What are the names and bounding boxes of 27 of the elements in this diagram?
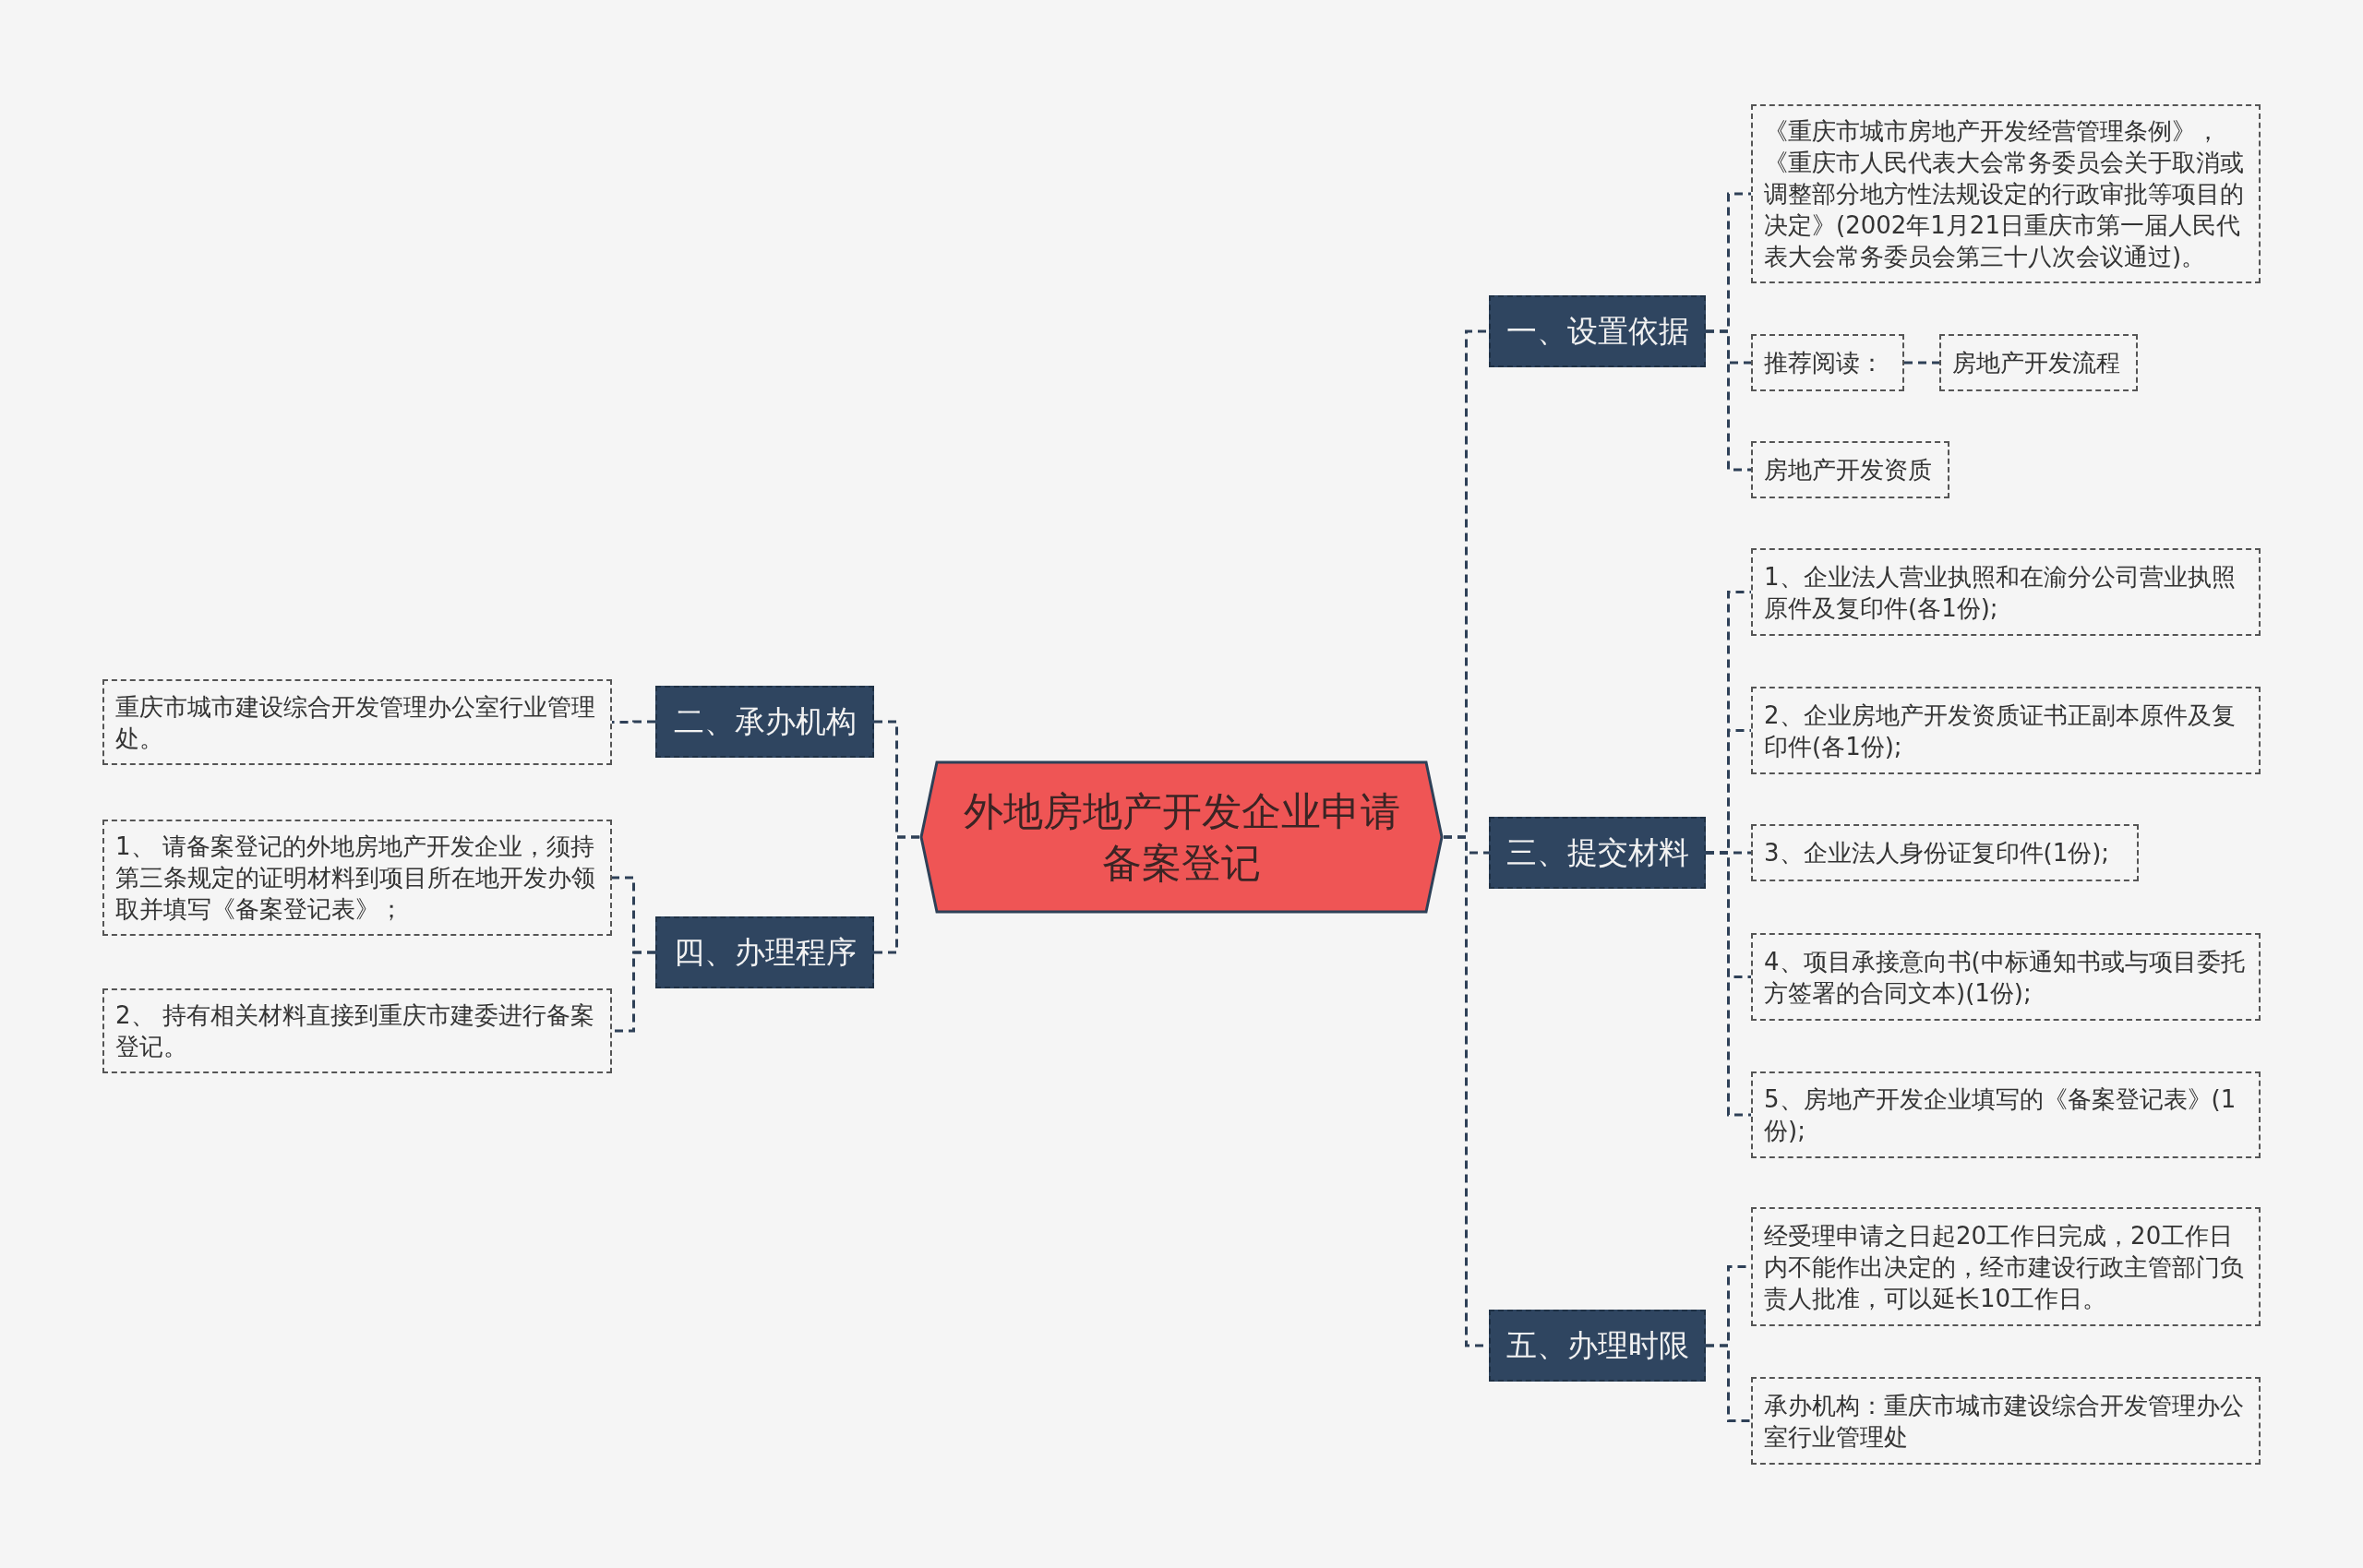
note-box: 5、房地产开发企业填写的《备案登记表》(1份); xyxy=(1751,1071,2261,1158)
note-box: 1、企业法人营业执照和在渝分公司营业执照原件及复印件(各1份); xyxy=(1751,548,2261,636)
hexagon-node: 外地房地产开发企业申请备案登记 xyxy=(919,760,1444,914)
connector-line xyxy=(1904,361,1939,365)
note-box: 房地产开发流程 xyxy=(1939,334,2138,391)
note-box: 经受理申请之日起20工作日完成，20工作日内不能作出决定的，经市建设行政主管部门负责人批准，可以延长10工作日。 xyxy=(1751,1207,2261,1326)
topic-box: 二、承办机构 xyxy=(655,686,874,758)
note-box: 2、企业房地产开发资质证书正副本原件及复印件(各1份); xyxy=(1751,687,2261,774)
note-box: 推荐阅读： xyxy=(1751,334,1904,391)
connector-line xyxy=(612,720,655,724)
connector-line xyxy=(1706,329,1751,472)
connector-line xyxy=(1706,851,1751,1117)
connector-line xyxy=(612,951,655,1033)
connector-line xyxy=(1706,1344,1751,1422)
note-box: 承办机构：重庆市城市建设综合开发管理办公室行业管理处 xyxy=(1751,1377,2261,1465)
note-box: 重庆市城市建设综合开发管理办公室行业管理处。 xyxy=(102,679,612,765)
connector-line xyxy=(874,835,919,954)
topic-box: 一、设置依据 xyxy=(1489,295,1706,367)
topic-box: 四、办理程序 xyxy=(655,916,874,988)
note-box: 1、 请备案登记的外地房地产开发企业，须持第三条规定的证明材料到项目所在地开发办领取并填写《备案登记表》； xyxy=(102,820,612,936)
note-box: 4、项目承接意向书(中标通知书或与项目委托方签署的合同文本)(1份); xyxy=(1751,933,2261,1021)
note-box: 《重庆市城市房地产开发经营管理条例》，《重庆市人民代表大会常务委员会关于取消或调整部分地方性法规设定的行政审批等项目的决定》(2002年1月21日重庆市第一届人民代表大会常务委员会第三十八次会议通过)。 xyxy=(1751,104,2261,283)
note-box: 2、 持有相关材料直接到重庆市建委进行备案登记。 xyxy=(102,988,612,1073)
note-box: 3、企业法人身份证复印件(1份); xyxy=(1751,824,2139,881)
note-box: 房地产开发资质 xyxy=(1751,441,1949,498)
topic-box: 五、办理时限 xyxy=(1489,1310,1706,1382)
topic-box: 三、提交材料 xyxy=(1489,817,1706,889)
